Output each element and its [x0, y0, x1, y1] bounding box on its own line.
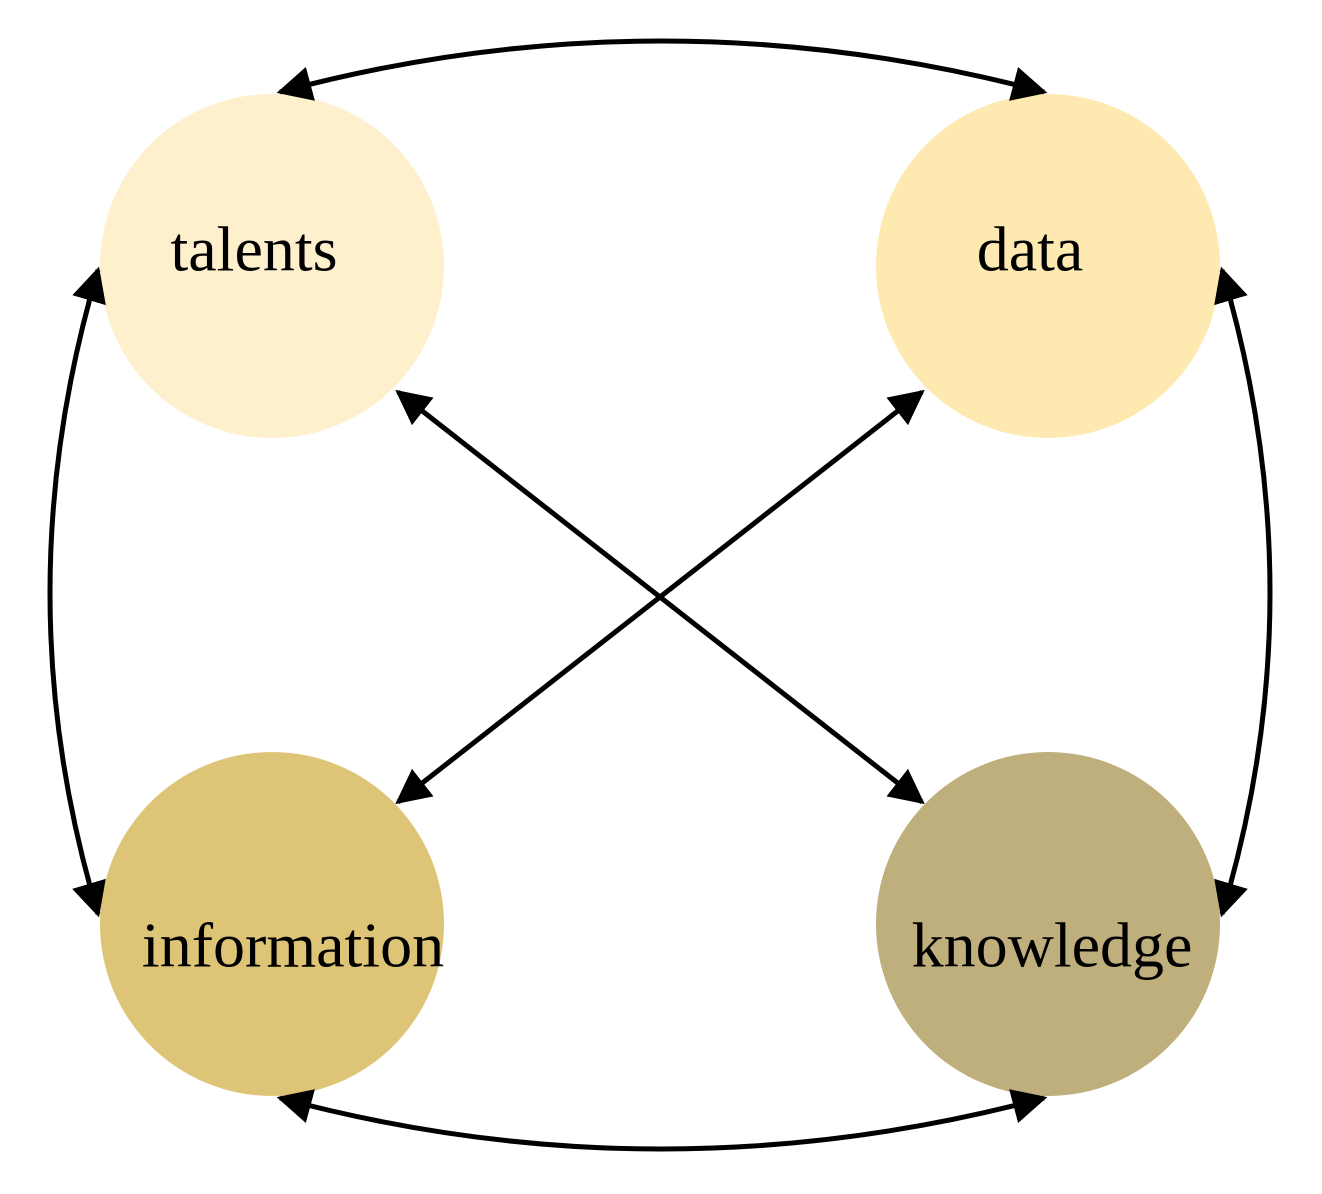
node-talents-label: talents [170, 214, 337, 285]
node-data-label: data [977, 214, 1084, 285]
edge-data-information [395, 389, 925, 805]
node-talents-circle [100, 94, 444, 438]
edge-talents-information [47, 266, 106, 918]
node-information-circle [100, 752, 444, 1096]
node-knowledge-label: knowledge [912, 910, 1193, 981]
edge-information-knowledge [276, 1089, 1048, 1152]
node-information: information [100, 752, 444, 1096]
node-talents: talents [100, 94, 444, 438]
edge-data-knowledge [1214, 266, 1273, 918]
node-knowledge-circle [876, 752, 1220, 1096]
node-data-circle [876, 94, 1220, 438]
node-data: data [876, 94, 1220, 438]
node-information-label: information [142, 910, 444, 981]
node-knowledge: knowledge [876, 752, 1220, 1096]
edge-talents-data [276, 38, 1048, 101]
